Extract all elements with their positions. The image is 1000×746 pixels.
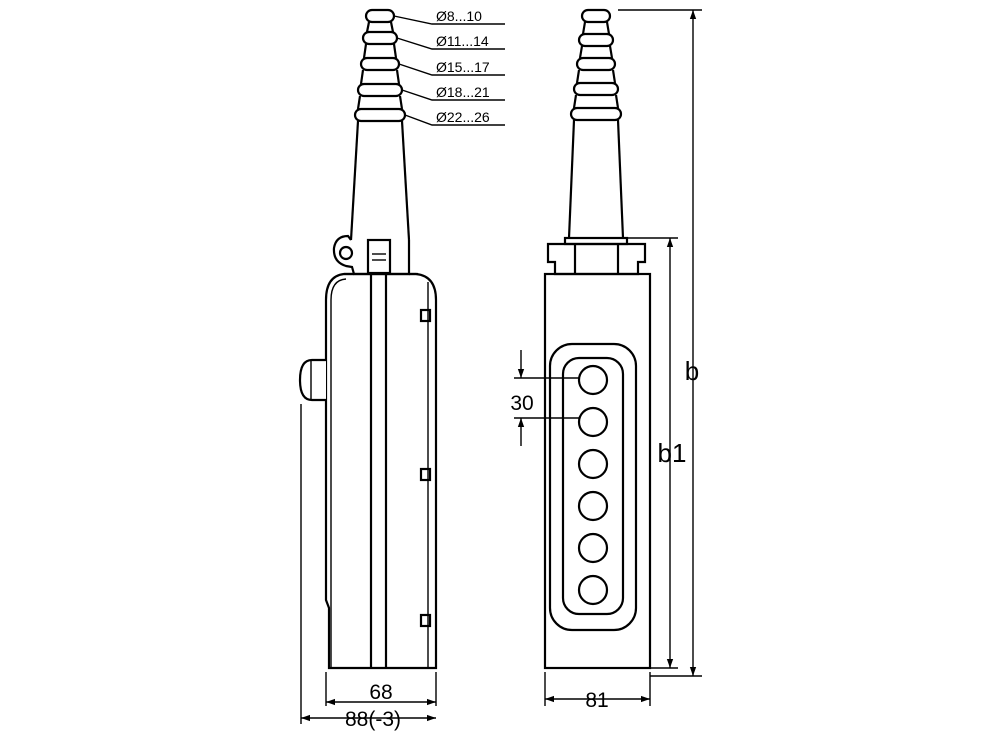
dimension-housing-height-label: b1 [658, 438, 687, 468]
push-button-6 [577, 574, 609, 606]
push-button-3 [577, 448, 609, 480]
side-housing [324, 272, 438, 670]
diameter-label-3: Ø15...17 [436, 59, 490, 75]
diameter-label-2: Ø11...14 [436, 33, 489, 49]
push-button-2 [577, 406, 609, 438]
diameter-callout-2: Ø11...14 [396, 33, 505, 50]
diameter-label-1: Ø8...10 [436, 8, 482, 24]
dimension-front-width: 81 [544, 672, 651, 712]
dimension-side-depth-label: 68 [369, 681, 392, 704]
side-emergency-button [298, 358, 326, 402]
diameter-callout-4: Ø18...21 [401, 84, 505, 101]
cable-diameter-callouts: Ø8...10 Ø11...14 Ø15...17 Ø18...21 Ø22..… [393, 8, 505, 126]
push-button-4 [577, 490, 609, 522]
front-cable-gland [567, 8, 625, 239]
dimension-side-depth-with-button-label: 88(-3) [345, 708, 401, 731]
side-neck [332, 234, 418, 276]
diameter-label-4: Ø18...21 [436, 84, 490, 100]
front-housing [543, 272, 652, 670]
dimension-button-pitch-label: 30 [510, 392, 533, 415]
side-cable-gland [349, 8, 411, 241]
dimension-front-width-label: 81 [585, 689, 608, 712]
button-column [577, 364, 609, 606]
front-neck [546, 236, 647, 276]
dimension-side-depth-with-button: 88(-3) [300, 404, 436, 731]
diameter-label-5: Ø22...26 [436, 109, 490, 125]
diameter-callout-1: Ø8...10 [393, 8, 505, 25]
dimension-total-height: b [618, 9, 702, 677]
diameter-callout-5: Ø22...26 [404, 109, 505, 126]
front-view [543, 8, 652, 670]
dimension-button-pitch: 30 [510, 350, 580, 446]
push-button-1 [577, 364, 609, 396]
side-view [298, 8, 438, 670]
dimension-total-height-label: b [685, 356, 699, 386]
diameter-callout-3: Ø15...17 [398, 59, 505, 76]
dimension-side-depth: 68 [325, 672, 437, 706]
dimension-housing-height: b1 [627, 237, 687, 669]
push-button-5 [577, 532, 609, 564]
